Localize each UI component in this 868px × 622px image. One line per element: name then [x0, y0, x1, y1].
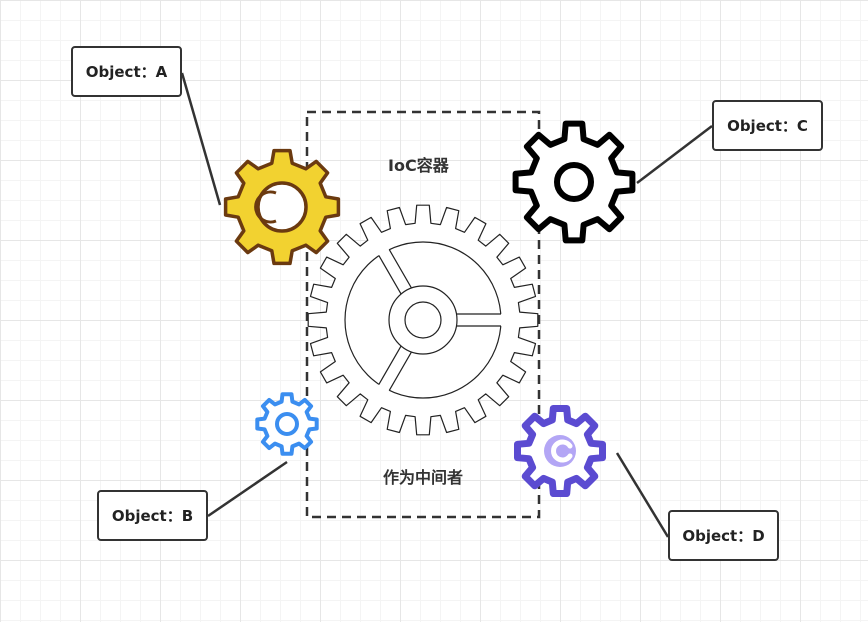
- connector-c: [636, 125, 713, 184]
- object-c-label: Object：C: [712, 100, 823, 151]
- gear-icon-blue: [255, 392, 319, 456]
- gear-c-hole: [554, 162, 594, 202]
- gear-icon-purple: [514, 405, 606, 497]
- object-b-label: Object：B: [97, 490, 208, 541]
- large-gear-icon: [307, 204, 539, 436]
- object-d-label: Object：D: [668, 510, 779, 561]
- gear-b-hole: [275, 412, 299, 436]
- ioc-container-border: [305, 110, 541, 519]
- large-gear-axle: [404, 301, 442, 339]
- connector-d: [615, 452, 670, 538]
- connector-a: [180, 72, 222, 206]
- ioc-container-subtitle: 作为中间者: [383, 468, 464, 487]
- gear-icon-yellow: [223, 148, 341, 266]
- gear-a-highlight: [254, 190, 277, 224]
- object-a-label: Object：A: [71, 46, 182, 97]
- gear-icon-black: [512, 120, 636, 244]
- gear-d-arc: [551, 439, 573, 463]
- gear-a-hole: [256, 181, 308, 233]
- connector-b: [207, 460, 288, 518]
- ioc-container-title: IoC容器: [388, 156, 449, 175]
